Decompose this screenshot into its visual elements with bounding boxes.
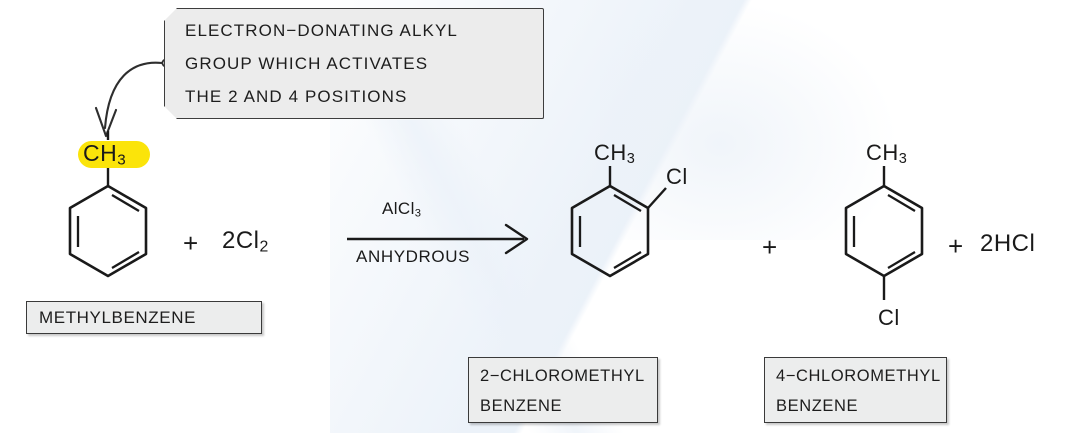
byproduct-hcl-label: 2HCl	[980, 230, 1036, 257]
ch3-highlight-marker	[78, 141, 150, 168]
reaction-condition-label: ANHYDROUS	[356, 247, 471, 266]
reactant-plus-sign: +	[183, 228, 199, 258]
chlorine-reactant-label: 2Cl2	[222, 227, 268, 256]
product-2-name-box: 4−CHLOROMETHYL BENZENE	[764, 357, 947, 423]
methyl-group-subscript: 3	[117, 151, 126, 169]
catalyst-label: AlCl3	[382, 199, 421, 219]
methyl-group-label: CH3	[83, 140, 126, 168]
annotation-line-1: ELECTRON−DONATING ALKYL	[185, 21, 458, 40]
product-2-methyl-label: CH3	[866, 140, 907, 167]
product-1-methyl-label: CH3	[594, 140, 635, 167]
product-2-name-line-2: BENZENE	[776, 397, 859, 415]
product-2-name-line-1: 4−CHLOROMETHYL	[776, 367, 941, 385]
annotation-line-3: THE 2 AND 4 POSITIONS	[185, 87, 408, 106]
product-1-chlorine-label: Cl	[666, 164, 688, 189]
product-2-methyl-text: CH	[866, 140, 899, 165]
catalyst-subscript: 3	[414, 207, 422, 220]
product-1-structure	[570, 166, 667, 278]
product-1-name-line-2: BENZENE	[480, 397, 563, 415]
catalyst-formula-text: AlCl	[382, 199, 415, 218]
byproduct-plus-sign: +	[948, 231, 964, 261]
methylbenzene-name-text: METHYLBENZENE	[39, 308, 197, 327]
chlorine-formula-text: 2Cl	[222, 227, 260, 254]
product-2-methyl-subscript: 3	[898, 151, 907, 168]
methyl-group-text: CH	[83, 140, 118, 166]
product-1-name-box: 2−CHLOROMETHYL BENZENE	[468, 357, 658, 423]
annotation-line-2: GROUP WHICH ACTIVATES	[185, 54, 429, 73]
product-1-methyl-text: CH	[594, 140, 627, 165]
methylbenzene-name-box: METHYLBENZENE	[26, 301, 262, 334]
product-2-chlorine-label: Cl	[878, 305, 900, 330]
product-2-structure	[844, 166, 924, 300]
methylbenzene-structure	[68, 131, 148, 278]
product-1-name-line-1: 2−CHLOROMETHYL	[480, 367, 645, 385]
annotation-callout-box: ELECTRON−DONATING ALKYL GROUP WHICH ACTI…	[164, 8, 544, 119]
callout-pointer-arrow	[94, 58, 171, 138]
product-1-methyl-subscript: 3	[626, 151, 635, 168]
reaction-arrow	[347, 223, 529, 255]
chlorine-subscript: 2	[259, 238, 269, 256]
products-plus-sign: +	[762, 232, 778, 262]
